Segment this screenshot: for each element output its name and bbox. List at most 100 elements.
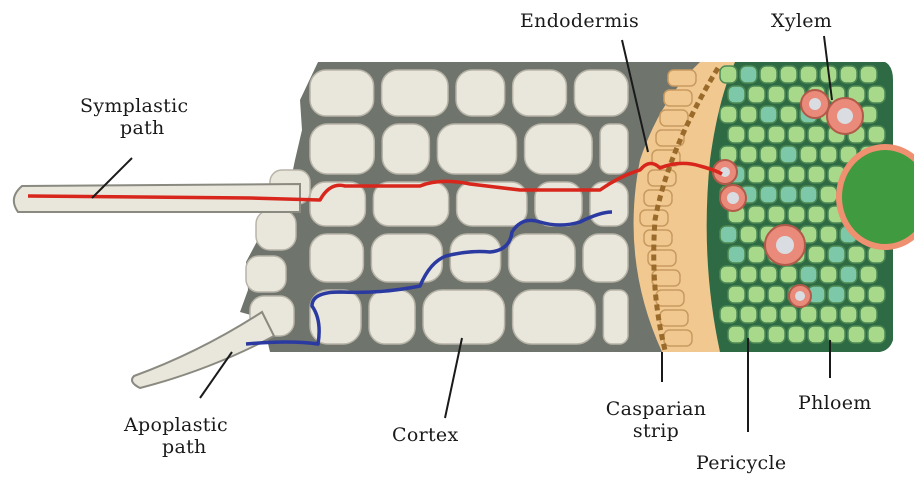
stele-cell — [760, 146, 777, 163]
endodermis-label: Endodermis — [520, 10, 639, 32]
stele-cell — [848, 286, 865, 303]
stele-cell — [800, 66, 817, 83]
stele-cell — [788, 126, 805, 143]
stele-cell — [808, 166, 825, 183]
stele-cell — [860, 266, 877, 283]
stele-cell — [728, 286, 745, 303]
stele-cell — [760, 306, 777, 323]
stele-cell — [768, 166, 785, 183]
apoplastic-path-label: Apoplastic path — [124, 414, 228, 458]
stele-cell — [788, 326, 805, 343]
stele-cell — [828, 246, 845, 263]
cortex-cell — [371, 234, 442, 282]
endodermis-cell — [656, 290, 684, 306]
stele-cell — [840, 266, 857, 283]
stele-cell — [728, 86, 745, 103]
stele-cell — [868, 286, 885, 303]
stele-cell — [860, 306, 877, 323]
stele-cell — [780, 106, 797, 123]
stele-cell — [808, 206, 825, 223]
stele-cell — [808, 126, 825, 143]
casparian-strip-label: Casparian strip — [566, 398, 746, 442]
cortex-cell — [583, 234, 628, 282]
cortex-cell — [456, 70, 505, 116]
stele-cell — [788, 206, 805, 223]
stele-cell — [768, 126, 785, 143]
cortex-cell — [423, 290, 505, 344]
cortex-cell — [310, 70, 374, 116]
stele-cell — [808, 246, 825, 263]
epidermis-cell — [246, 256, 286, 292]
cortex-cell — [369, 290, 415, 344]
cortex-cell — [437, 124, 516, 174]
stele-cell — [820, 226, 837, 243]
cortex-cell — [603, 290, 628, 344]
stele-cell — [740, 66, 757, 83]
endodermis-cell — [660, 310, 688, 326]
cortex-cell — [310, 124, 374, 174]
cortex-cell — [310, 182, 365, 226]
stele-cell — [740, 306, 757, 323]
endodermis-cell — [664, 330, 692, 346]
stele-cell — [720, 66, 737, 83]
cortex-cell — [513, 290, 596, 344]
symplastic-label-line1: Symplastic — [80, 95, 188, 117]
stele-cell — [748, 326, 765, 343]
cortex-label: Cortex — [392, 424, 458, 446]
cortex-cell — [450, 234, 500, 282]
stele-cell — [800, 146, 817, 163]
endodermis-cell — [660, 110, 688, 126]
xylem-label: Xylem — [771, 10, 832, 32]
apoplastic-label-line1: Apoplastic — [124, 414, 228, 436]
endodermis-cell — [644, 230, 672, 246]
stele-cell — [760, 66, 777, 83]
stele-cell — [748, 166, 765, 183]
stele-cell — [780, 266, 797, 283]
stele-cell — [760, 106, 777, 123]
stele-cell — [748, 126, 765, 143]
stele-cell — [728, 126, 745, 143]
stele-cell — [800, 306, 817, 323]
stele-cell — [728, 326, 745, 343]
stele-cell — [720, 106, 737, 123]
stele-cell — [780, 66, 797, 83]
endodermis-cell — [668, 70, 696, 86]
stele-cell — [840, 306, 857, 323]
stele-cell — [748, 86, 765, 103]
cortex-cell — [513, 70, 567, 116]
symplastic-path-label: Symplastic path — [80, 95, 188, 139]
stele-cell — [740, 146, 757, 163]
cortex-cell — [525, 124, 593, 174]
stele-cell — [768, 206, 785, 223]
casparian-label-line1: Casparian — [566, 398, 746, 420]
stele-cell — [800, 186, 817, 203]
stele-cell — [868, 326, 885, 343]
stele-cell — [748, 286, 765, 303]
cortex-cell — [382, 70, 448, 116]
stele-cell — [780, 306, 797, 323]
stele-cell — [788, 166, 805, 183]
stele-cell — [848, 246, 865, 263]
stele-cell — [728, 246, 745, 263]
stele-cell — [748, 206, 765, 223]
stele-cell — [820, 146, 837, 163]
stele-cell — [760, 266, 777, 283]
stele-cell — [820, 186, 837, 203]
cortex-cell — [574, 70, 628, 116]
stele-cell — [720, 226, 737, 243]
endodermis-cell — [648, 170, 676, 186]
stele-cell — [848, 326, 865, 343]
root-hair-lower — [132, 312, 274, 388]
stele-cell — [820, 266, 837, 283]
stele-cell — [868, 86, 885, 103]
stele-cell — [828, 286, 845, 303]
stele-cell — [740, 226, 757, 243]
endodermis-cell — [664, 90, 692, 106]
stele-cell — [768, 86, 785, 103]
epidermis-cell — [256, 210, 296, 250]
stele-cell — [720, 266, 737, 283]
cortex-cell — [310, 234, 363, 282]
stele-cell — [780, 186, 797, 203]
